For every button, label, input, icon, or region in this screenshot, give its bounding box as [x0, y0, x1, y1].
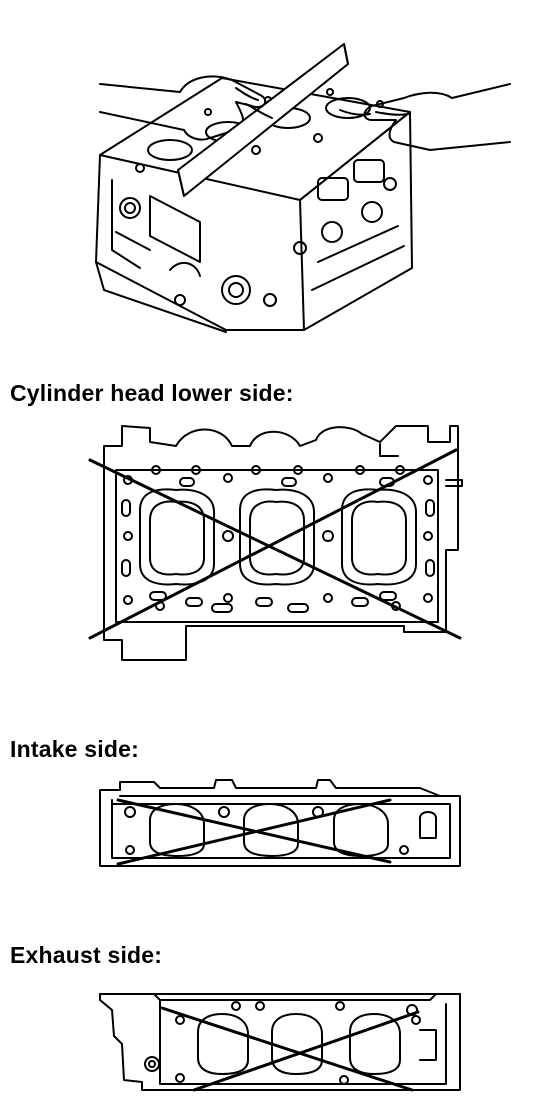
exhaust-side-measurement-lines — [162, 1008, 418, 1090]
straightedge-inspection-illustration — [0, 0, 560, 350]
intake-side-outline — [100, 780, 460, 866]
lower-side-outline — [104, 426, 462, 660]
exhaust-ports — [145, 1002, 436, 1084]
intake-side-label: Intake side: — [10, 736, 139, 762]
left-hand — [100, 76, 265, 139]
right-hand — [365, 84, 511, 150]
lower-side-measurement-lines — [90, 450, 460, 638]
water-jacket-holes — [122, 466, 434, 612]
lower-side-label: Cylinder head lower side: — [10, 380, 294, 406]
straightedge-tool — [178, 44, 348, 196]
intake-side-measurement-lines — [118, 800, 390, 864]
right-fingers — [340, 110, 370, 115]
cylinder-head-block — [96, 78, 412, 332]
exhaust-side-label: Exhaust side: — [10, 942, 163, 968]
left-fingers — [246, 104, 272, 118]
combustion-chambers — [140, 489, 416, 584]
exhaust-side-outline — [100, 994, 460, 1090]
intake-ports — [125, 804, 436, 856]
